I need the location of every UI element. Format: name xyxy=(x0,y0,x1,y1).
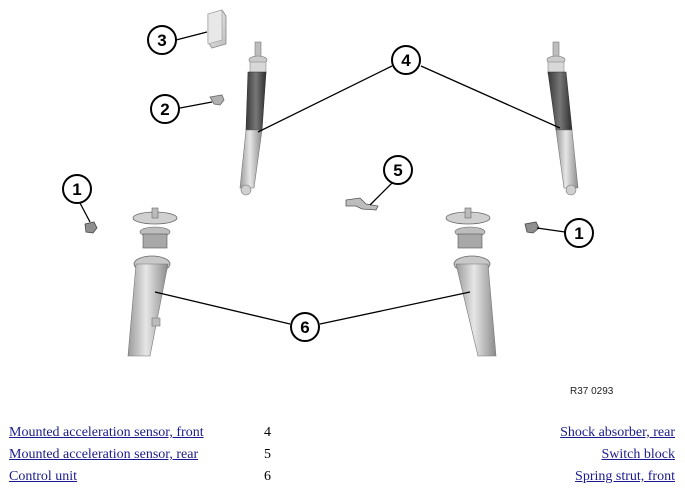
legend-link-shock-absorber-rear[interactable]: Shock absorber, rear xyxy=(560,425,675,440)
parts-legend: Mounted acceleration sensor, front 4 Sho… xyxy=(0,425,685,497)
shock-absorber-rear-right-illustration xyxy=(546,41,579,196)
legend-link-spring-strut-front[interactable]: Spring strut, front xyxy=(575,469,675,484)
front-acceleration-sensor-left-illustration xyxy=(84,221,98,234)
callout-6: 6 xyxy=(290,312,320,342)
control-unit-illustration xyxy=(207,9,227,49)
legend-number: 4 xyxy=(264,425,271,440)
legend-row: Control unit 6 Spring strut, front xyxy=(0,469,685,491)
shock-absorber-rear-left-illustration xyxy=(239,41,268,196)
spring-strut-front-right-illustration xyxy=(445,207,497,357)
legend-number: 5 xyxy=(264,447,271,462)
legend-link-rear-sensor[interactable]: Mounted acceleration sensor, rear xyxy=(9,447,199,462)
legend-link-switch-block[interactable]: Switch block xyxy=(601,447,676,462)
spring-strut-front-left-illustration xyxy=(127,207,178,357)
figure-code: R37 0293 xyxy=(570,386,614,397)
callout-5: 5 xyxy=(383,155,413,185)
callout-6-number: 6 xyxy=(300,318,309,337)
rear-acceleration-sensor-illustration xyxy=(209,94,225,106)
callout-3: 3 xyxy=(147,25,177,55)
callout-1-right-number: 1 xyxy=(574,224,583,243)
callout-4: 4 xyxy=(391,45,421,75)
callout-3-number: 3 xyxy=(157,31,166,50)
legend-row: Mounted acceleration sensor, front 4 Sho… xyxy=(0,425,685,447)
legend-link-front-sensor[interactable]: Mounted acceleration sensor, front xyxy=(9,425,204,440)
callout-1-left: 1 xyxy=(62,174,92,204)
parts-diagram: 3 2 4 5 1 1 6 R37 0293 xyxy=(62,9,614,397)
callout-2-number: 2 xyxy=(160,100,169,119)
switch-block-illustration xyxy=(345,197,379,211)
legend-row: Mounted acceleration sensor, rear 5 Swit… xyxy=(0,447,685,469)
legend-link-control-unit[interactable]: Control unit xyxy=(9,469,78,484)
legend-number: 6 xyxy=(264,469,271,484)
callout-1-left-number: 1 xyxy=(72,180,81,199)
callout-4-number: 4 xyxy=(401,51,411,70)
front-acceleration-sensor-right-illustration xyxy=(524,221,540,234)
callout-5-number: 5 xyxy=(393,161,402,180)
leader-lines xyxy=(79,31,566,325)
callout-1-right: 1 xyxy=(564,218,594,248)
callout-2: 2 xyxy=(150,94,180,124)
